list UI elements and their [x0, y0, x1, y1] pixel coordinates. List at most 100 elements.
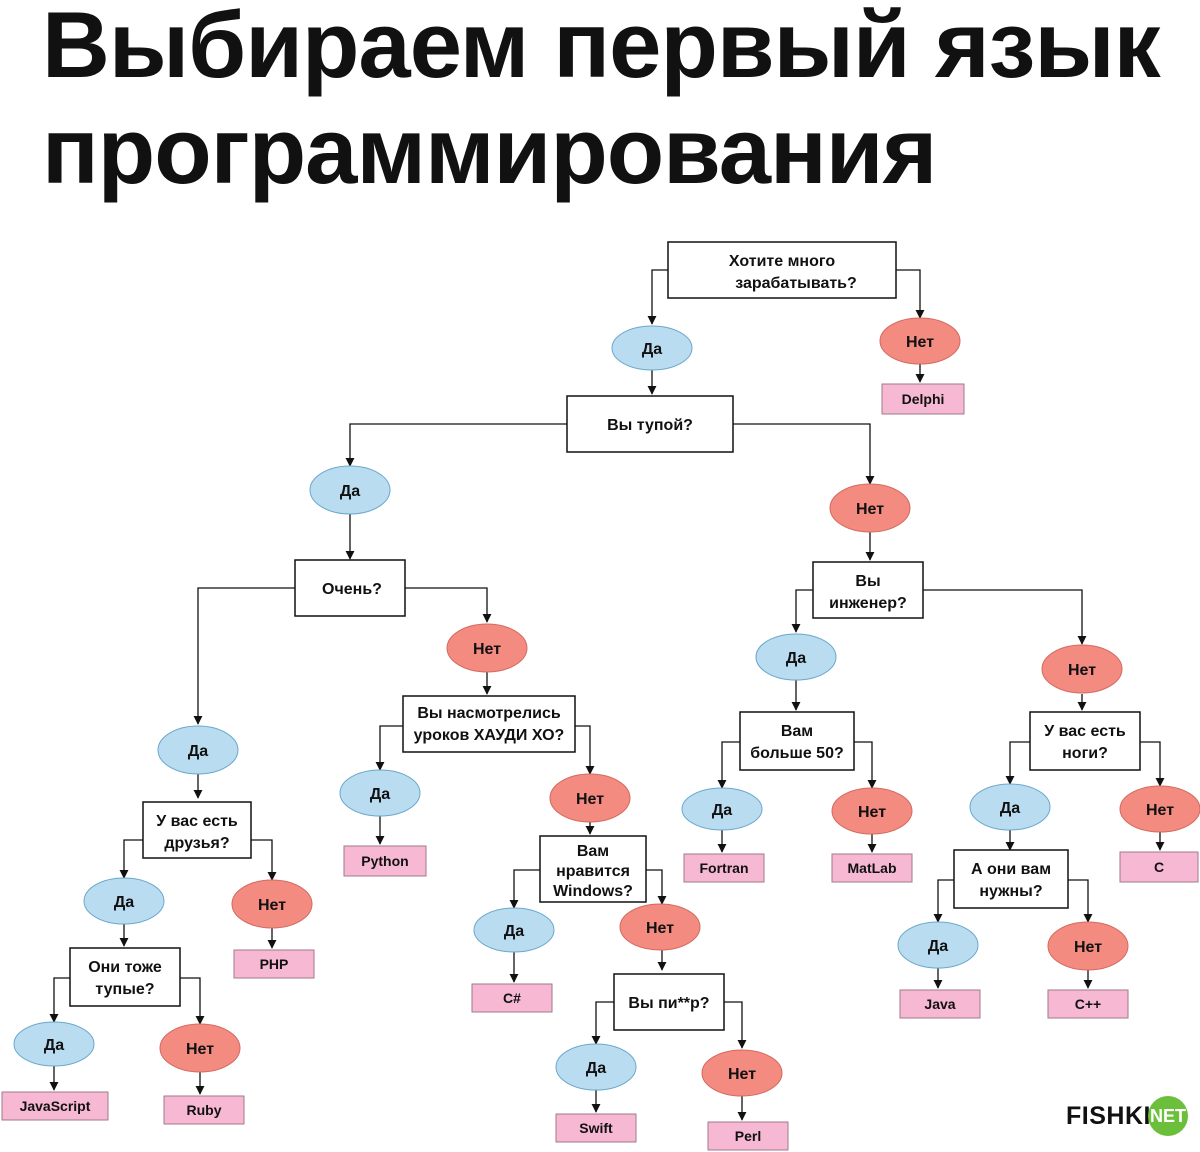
svg-text:Нет: Нет — [576, 791, 604, 808]
connectors — [49, 269, 1165, 1121]
answer-no-legs: Нет — [1119, 785, 1200, 833]
svg-text:Нет: Нет — [1068, 662, 1096, 679]
answer-yes-friends: Да — [83, 877, 165, 925]
svg-text:уроков ХАУДИ ХО?: уроков ХАУДИ ХО? — [414, 727, 565, 744]
svg-text:нужны?: нужны? — [979, 883, 1042, 900]
answer-yes-windows: Да — [473, 907, 555, 953]
question-also-stupid: Они тоже тупые? — [69, 947, 181, 1007]
answer-no-haudi: Нет — [549, 773, 631, 823]
svg-text:Да: Да — [188, 743, 208, 760]
svg-text:Да: Да — [712, 802, 732, 819]
answer-yes-engineer: Да — [755, 633, 837, 681]
question-money: Хотите много зарабатывать? — [667, 241, 897, 299]
svg-text:Windows?: Windows? — [553, 883, 633, 900]
page-title-line-2: программирования — [42, 98, 937, 203]
svg-text:Нет: Нет — [856, 501, 884, 518]
answer-no-gay: Нет — [701, 1049, 783, 1097]
svg-text:Да: Да — [114, 894, 134, 911]
svg-text:Да: Да — [504, 923, 524, 940]
svg-text:инженер?: инженер? — [829, 595, 907, 612]
svg-text:У вас есть: У вас есть — [1044, 723, 1126, 740]
result-javascript: JavaScript — [1, 1091, 109, 1121]
svg-text:Delphi: Delphi — [902, 391, 945, 407]
question-legs: У вас есть ноги? — [1029, 711, 1141, 771]
svg-text:Python: Python — [361, 853, 408, 869]
svg-text:Вы: Вы — [855, 573, 880, 590]
svg-text:Да: Да — [44, 1037, 64, 1054]
svg-text:Хотите много: Хотите много — [729, 253, 835, 270]
svg-text:У вас есть: У вас есть — [156, 813, 238, 830]
answer-no-very: Нет — [446, 623, 528, 673]
answer-no-windows: Нет — [619, 903, 701, 951]
logo-badge: NET — [1148, 1096, 1188, 1136]
svg-text:А они вам: А они вам — [971, 861, 1051, 878]
svg-text:Ruby: Ruby — [187, 1102, 222, 1118]
question-friends: У вас есть друзья? — [142, 801, 252, 859]
answer-no-engineer: Нет — [1041, 644, 1123, 694]
svg-text:Java: Java — [924, 996, 955, 1012]
answer-no-over50: Нет — [831, 787, 913, 835]
answer-no-friends: Нет — [231, 879, 313, 929]
answer-no-stupid: Нет — [829, 483, 911, 533]
result-fortran: Fortran — [683, 853, 765, 883]
result-c: C — [1119, 851, 1199, 883]
svg-text:Вы тупой?: Вы тупой? — [607, 417, 693, 434]
svg-text:Нет: Нет — [906, 334, 934, 351]
svg-text:ноги?: ноги? — [1062, 745, 1108, 762]
svg-text:Да: Да — [586, 1060, 606, 1077]
svg-text:PHP: PHP — [260, 956, 289, 972]
answer-no-also-stupid: Нет — [159, 1023, 241, 1073]
result-python: Python — [343, 845, 427, 877]
svg-text:Нет: Нет — [728, 1066, 756, 1083]
svg-text:Да: Да — [1000, 800, 1020, 817]
answer-yes-stupid: Да — [309, 465, 391, 515]
svg-text:Нет: Нет — [186, 1041, 214, 1058]
question-need-legs: А они вам нужны? — [953, 849, 1069, 909]
question-engineer: Вы инженер? — [812, 561, 924, 619]
result-ruby: Ruby — [163, 1095, 245, 1125]
svg-text:C++: C++ — [1075, 996, 1101, 1012]
answer-yes-over50: Да — [681, 787, 763, 831]
svg-text:Нет: Нет — [1146, 802, 1174, 819]
svg-text:C#: C# — [503, 990, 521, 1006]
question-gay: Вы пи**р? — [613, 973, 725, 1031]
answer-yes-also-stupid: Да — [13, 1021, 95, 1067]
svg-text:Perl: Perl — [735, 1128, 761, 1144]
svg-text:тупые?: тупые? — [95, 981, 154, 998]
svg-text:Вам: Вам — [781, 723, 813, 740]
svg-text:MatLab: MatLab — [848, 860, 897, 876]
svg-text:Нет: Нет — [258, 897, 286, 914]
svg-text:Да: Да — [340, 483, 360, 500]
question-very: Очень? — [294, 559, 406, 617]
answer-yes-need-legs: Да — [897, 921, 979, 969]
svg-text:Вам: Вам — [577, 843, 609, 860]
svg-text:друзья?: друзья? — [164, 835, 229, 852]
question-stupid: Вы тупой? — [566, 395, 734, 453]
svg-text:Вы пи**р?: Вы пи**р? — [628, 995, 709, 1012]
result-java: Java — [899, 989, 981, 1019]
question-windows: Вам нравится Windows? — [539, 835, 647, 903]
result-swift: Swift — [555, 1113, 637, 1143]
svg-text:Нет: Нет — [473, 641, 501, 658]
result-csharp: C# — [471, 983, 553, 1013]
svg-text:Вы насмотрелись: Вы насмотрелись — [417, 705, 561, 722]
svg-text:Нет: Нет — [1074, 939, 1102, 956]
result-cpp: C++ — [1047, 989, 1129, 1019]
answer-yes-gay: Да — [555, 1043, 637, 1091]
svg-text:нравится: нравится — [556, 863, 630, 880]
svg-text:больше 50?: больше 50? — [750, 745, 844, 762]
question-haudi: Вы насмотрелись уроков ХАУДИ ХО? — [402, 695, 576, 753]
svg-text:зарабатывать?: зарабатывать? — [735, 275, 857, 292]
svg-text:C: C — [1154, 859, 1164, 875]
logo-text: FISHKI — [1066, 1102, 1151, 1130]
svg-text:Да: Да — [370, 786, 390, 803]
svg-text:Да: Да — [786, 650, 806, 667]
answer-yes-legs: Да — [969, 783, 1051, 831]
svg-text:Нет: Нет — [858, 804, 886, 821]
svg-text:Очень?: Очень? — [322, 581, 382, 598]
svg-text:JavaScript: JavaScript — [20, 1098, 91, 1114]
result-perl: Perl — [707, 1121, 789, 1151]
svg-text:Да: Да — [928, 938, 948, 955]
result-php: PHP — [233, 949, 315, 979]
